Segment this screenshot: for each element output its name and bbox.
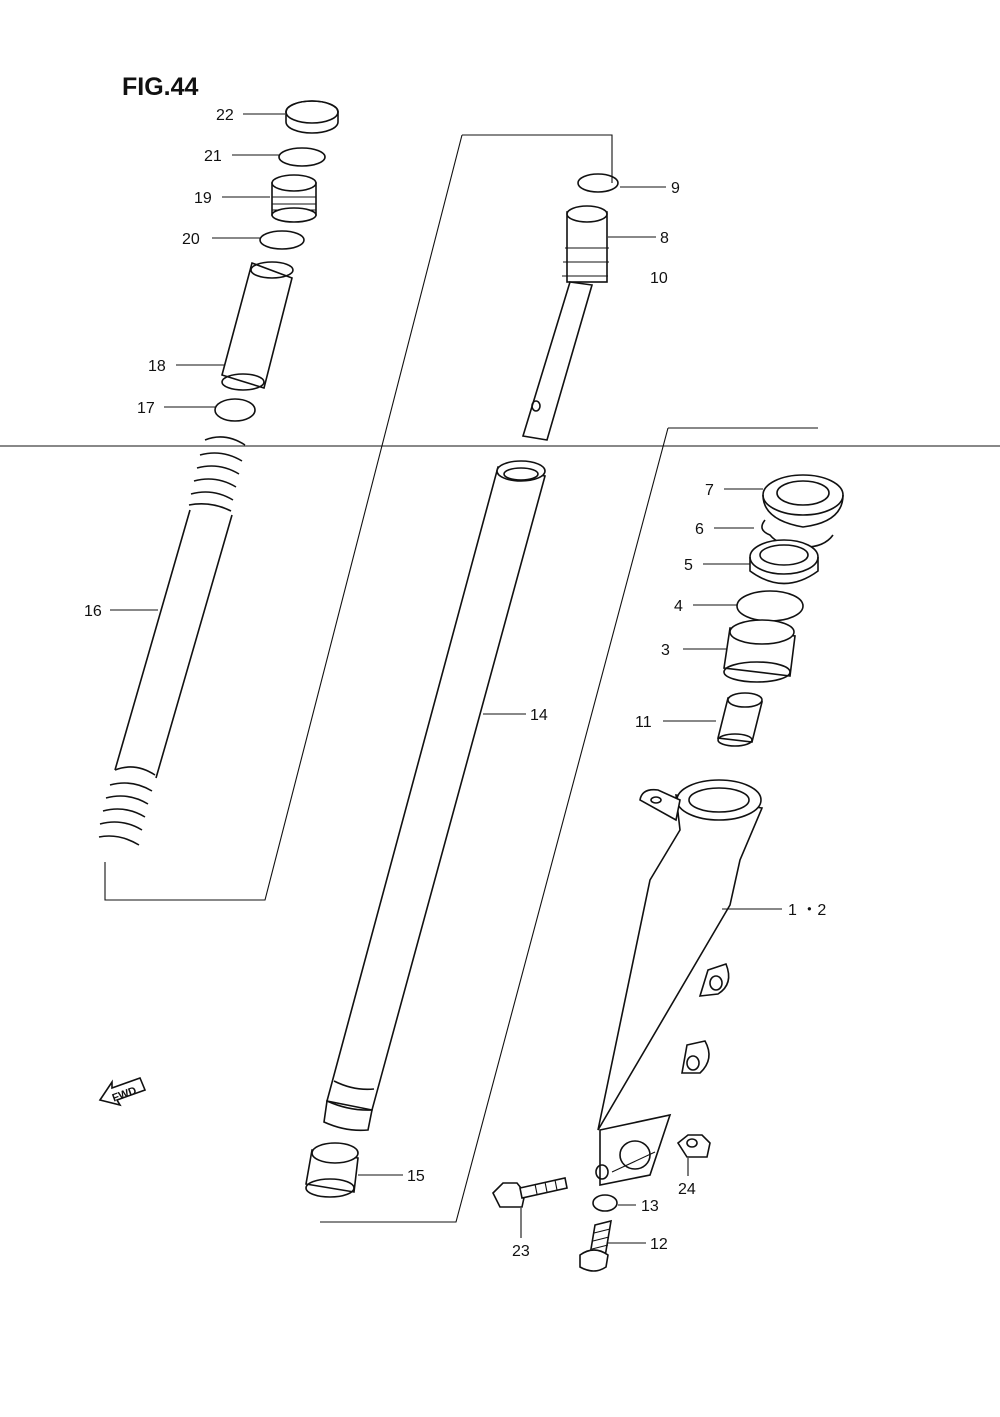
part-11-oil-lock bbox=[717, 692, 763, 747]
part-21-seal bbox=[278, 147, 326, 167]
callout-19: 19 bbox=[194, 190, 212, 207]
callout-5: 5 bbox=[684, 557, 693, 574]
part-1-2-outer-tube bbox=[595, 779, 764, 1186]
part-20-oring bbox=[259, 230, 305, 250]
callout-9: 9 bbox=[671, 180, 680, 197]
callout-14: 14 bbox=[530, 707, 548, 724]
group-frame-left bbox=[104, 134, 612, 901]
part-17-washer bbox=[214, 398, 256, 422]
part-4-washer bbox=[736, 590, 804, 622]
callout-4: 4 bbox=[674, 598, 683, 615]
part-16-spring bbox=[98, 436, 246, 846]
callout-6: 6 bbox=[695, 521, 704, 538]
callout-23: 23 bbox=[512, 1243, 530, 1260]
callout-17: 17 bbox=[137, 400, 155, 417]
part-5-oil-seal bbox=[749, 539, 819, 585]
part-9-ring bbox=[577, 173, 619, 193]
callout-18: 18 bbox=[148, 358, 166, 375]
figure-title: FIG.44 bbox=[122, 73, 199, 101]
group-frame-top bbox=[462, 134, 613, 183]
callout-3: 3 bbox=[661, 642, 670, 659]
part-3-bushing bbox=[723, 619, 796, 683]
callout-16: 16 bbox=[84, 603, 102, 620]
callout-11: 11 bbox=[635, 714, 652, 731]
callout-10: 10 bbox=[650, 270, 668, 287]
part-12-bolt bbox=[579, 1219, 612, 1272]
callout-21: 21 bbox=[204, 148, 222, 165]
callout-13: 13 bbox=[641, 1198, 659, 1215]
part-18-spacer bbox=[221, 261, 294, 391]
callout-1-2: 1 ・2 bbox=[788, 902, 826, 919]
part-23-bolt bbox=[492, 1177, 568, 1208]
part-7-dust-seal bbox=[762, 474, 844, 528]
part-22-cap bbox=[285, 100, 339, 134]
part-24-nut bbox=[676, 1134, 711, 1158]
callout-15: 15 bbox=[407, 1168, 425, 1185]
callout-22: 22 bbox=[216, 107, 234, 124]
leader-lines bbox=[110, 113, 782, 1244]
callout-7: 7 bbox=[705, 482, 714, 499]
callout-8: 8 bbox=[660, 230, 669, 247]
fwd-arrow-icon: FWD bbox=[98, 1076, 147, 1107]
part-13-washer bbox=[592, 1194, 618, 1212]
callout-20: 20 bbox=[182, 231, 200, 248]
part-8-damper-rod bbox=[521, 205, 609, 441]
part-19-plug bbox=[271, 174, 317, 223]
callout-24: 24 bbox=[678, 1181, 696, 1198]
part-14-inner-tube bbox=[323, 460, 546, 1132]
part-15-bushing bbox=[305, 1142, 359, 1198]
group-frame-right bbox=[320, 427, 818, 1223]
callout-12: 12 bbox=[650, 1236, 668, 1253]
